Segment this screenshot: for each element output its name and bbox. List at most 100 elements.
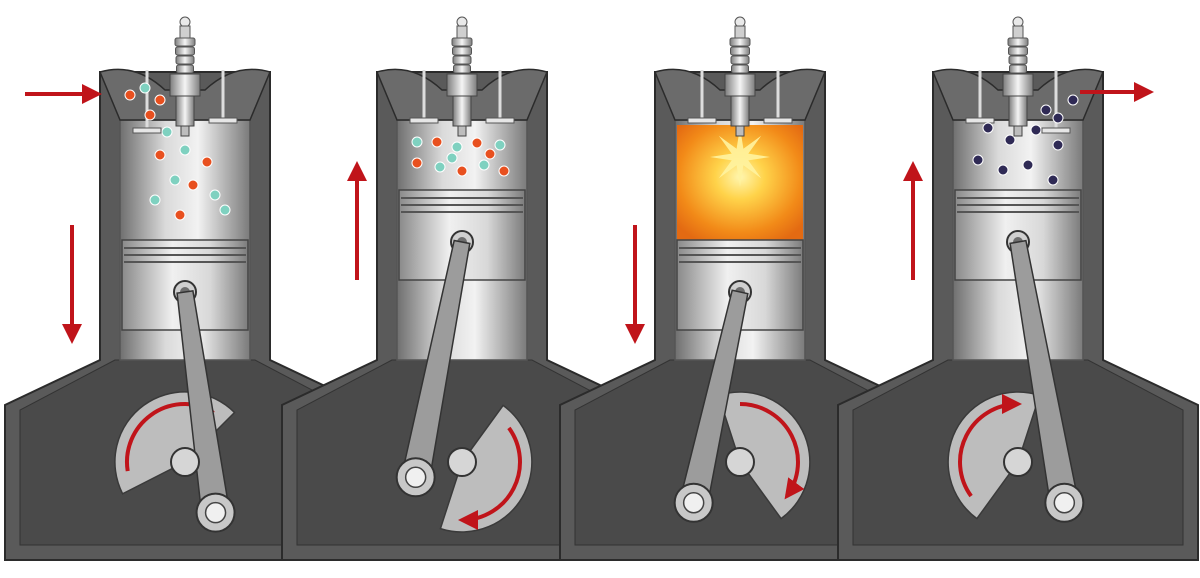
gas-particle <box>451 141 463 153</box>
main-bearing <box>725 447 755 477</box>
explosion-icon <box>710 127 770 187</box>
engine-panel-2 <box>281 16 643 561</box>
crank-pin <box>682 491 705 514</box>
spark-plug-post <box>456 25 468 39</box>
spark-plug-post <box>734 25 746 39</box>
gas-particle <box>174 209 186 221</box>
spark-plug-insulator-rib <box>453 64 471 74</box>
gas-particle <box>144 109 156 121</box>
spark-plug-insulator-rib <box>1009 64 1027 74</box>
exhaust-valve-head <box>208 117 238 124</box>
gas-particle <box>201 156 213 168</box>
gas-particle <box>169 174 181 186</box>
gas-particle <box>972 154 984 166</box>
spark-plug-insulator-rib <box>730 46 750 56</box>
gas-particle <box>494 139 506 151</box>
intake-valve-head <box>409 117 439 124</box>
spark-plug-tip <box>457 125 467 137</box>
gas-particle <box>434 161 446 173</box>
spark-plug-hex <box>446 73 478 97</box>
spark-plug-insulator-rib <box>729 37 751 47</box>
gas-particle <box>498 165 510 177</box>
crank-rotation-arrow <box>958 394 1022 498</box>
crank-pin <box>204 501 227 524</box>
gas-particle <box>982 122 994 134</box>
spark-plug-insulator-rib <box>452 46 472 56</box>
spark-plug-insulator-rib <box>451 37 473 47</box>
spark-plug-insulator-rib <box>175 46 195 56</box>
spark-plug-thread <box>452 95 472 127</box>
gas-particle <box>1052 139 1064 151</box>
gas-particle <box>1040 104 1052 116</box>
spark-plug-tip <box>735 125 745 137</box>
gas-particle <box>124 89 136 101</box>
gas-particle <box>411 136 423 148</box>
spark-plug-insulator-rib <box>1008 55 1028 65</box>
gas-particle <box>1052 112 1064 124</box>
exhaust-valve-head <box>485 117 515 124</box>
spark-plug-tip <box>180 125 190 137</box>
spark-plug-thread <box>730 95 750 127</box>
engine-panel-4 <box>837 16 1199 561</box>
spark-plug-tip <box>1013 125 1023 137</box>
spark-plug-insulator-rib <box>731 64 749 74</box>
spark-plug-post <box>1012 25 1024 39</box>
main-bearing <box>1003 447 1033 477</box>
gas-particle <box>1004 134 1016 146</box>
gas-particle <box>179 144 191 156</box>
crankshaft-icon <box>947 391 1041 520</box>
gas-particle <box>1022 159 1034 171</box>
gas-particle <box>154 94 166 106</box>
main-bearing <box>447 447 477 477</box>
spark-plug-post <box>179 25 191 39</box>
gas-particle <box>471 137 483 149</box>
gas-particle <box>187 179 199 191</box>
spark-plug-insulator-rib <box>730 55 750 65</box>
spark-plug-thread <box>1008 95 1028 127</box>
spark-plug-hex <box>1002 73 1034 97</box>
connecting-rod-icon <box>1009 239 1085 523</box>
intake-valve-head <box>132 127 162 134</box>
intake-valve-head <box>687 117 717 124</box>
gas-particle <box>154 149 166 161</box>
engine-panel-1 <box>4 16 366 561</box>
exhaust-valve-head <box>763 117 793 124</box>
spark-plug-icon <box>169 16 201 137</box>
gas-particle <box>139 82 151 94</box>
intake-valve-head <box>965 117 995 124</box>
spark-plug-insulator-rib <box>1008 46 1028 56</box>
crank-pin <box>1053 491 1076 514</box>
spark-plug-hex <box>724 73 756 97</box>
gas-particle <box>431 136 443 148</box>
spark-plug-icon <box>446 16 478 137</box>
gas-particle <box>411 157 423 169</box>
connecting-rod-icon <box>395 239 471 498</box>
gas-particle <box>478 159 490 171</box>
spark-plug-hex <box>169 73 201 97</box>
crank-rotation-arrow <box>739 402 805 500</box>
spark-plug-insulator-rib <box>175 55 195 65</box>
connecting-rod-icon <box>176 290 236 533</box>
connecting-rod-icon <box>673 289 749 523</box>
gas-particle <box>149 194 161 206</box>
gas-particle <box>161 126 173 138</box>
spark-plug-insulator-rib <box>174 37 196 47</box>
spark-plug-insulator-rib <box>452 55 472 65</box>
gas-particle <box>219 204 231 216</box>
spark-plug-icon <box>1002 16 1034 137</box>
main-bearing <box>170 447 200 477</box>
crank-pin <box>404 466 427 489</box>
spark-plug-icon <box>724 16 756 137</box>
gas-particle <box>209 189 221 201</box>
gas-particle <box>1030 124 1042 136</box>
spark-plug-thread <box>175 95 195 127</box>
gas-particle <box>1047 174 1059 186</box>
spark-plug-insulator-rib <box>176 64 194 74</box>
gas-particle <box>1067 94 1079 106</box>
spark-plug-insulator-rib <box>1007 37 1029 47</box>
gas-particle <box>484 148 496 160</box>
gas-particle <box>456 165 468 177</box>
crankshaft-icon <box>439 404 533 533</box>
